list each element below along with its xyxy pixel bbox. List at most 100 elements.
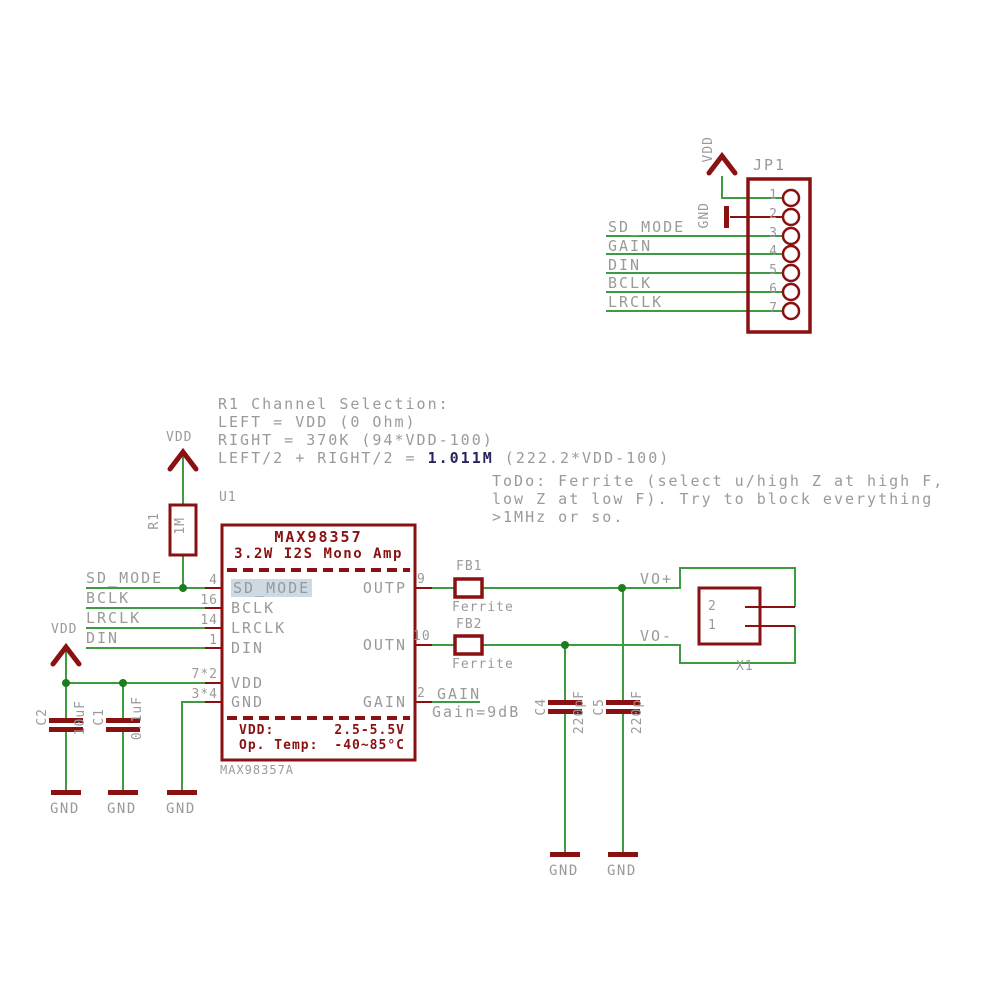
net-label-bclk: BCLK <box>86 589 131 607</box>
c1-ref-label: C1 <box>92 708 107 726</box>
ic-pin-label-gnd: GND <box>231 693 265 711</box>
c5-capacitor-symbol <box>606 700 640 714</box>
vdd-arrow-icon <box>167 447 199 472</box>
gnd-label: GND <box>50 801 80 817</box>
vdd-arrow-icon <box>706 151 738 176</box>
note-channel-line4: LEFT/2 + RIGHT/2 = 1.011M (222.2*VDD-100… <box>218 451 670 466</box>
c4-ref-label: C4 <box>534 698 549 716</box>
jp1-pin-number: 5 <box>769 263 778 278</box>
net-label-gain: GAIN <box>608 237 653 255</box>
c1-value-label: 0.1uF <box>130 696 145 741</box>
ic-pin-label-vdd: VDD <box>231 674 265 692</box>
jp1-pin-circles <box>781 188 801 321</box>
junction-dot <box>179 584 187 592</box>
ic-spec-label: Op. Temp: <box>239 738 319 753</box>
fb2-ferrite-symbol <box>453 634 484 656</box>
x1-connector-outline <box>697 586 762 646</box>
r1-resistor-symbol <box>168 503 198 557</box>
gnd-label: GND <box>166 801 196 817</box>
ic-spec-label: VDD: <box>239 723 275 738</box>
fb1-ferrite-symbol <box>453 577 484 599</box>
jp1-vdd-flag-label: VDD <box>701 136 716 163</box>
vdd-flag-label: VDD <box>51 622 78 637</box>
ic-pin-number: 10 <box>413 629 431 644</box>
c1-capacitor-symbol <box>106 718 140 732</box>
ic-pin-number: 14 <box>200 613 218 628</box>
note-channel-line2: LEFT = VDD (0 Ohm) <box>218 413 417 431</box>
jp1-pin-number: 1 <box>769 188 778 203</box>
ic-pin-number: 16 <box>200 593 218 608</box>
net-label-sd-mode: SD_MODE <box>86 569 164 587</box>
ic-pin-label-highlight: SD_MODE <box>231 579 313 597</box>
fb1-value-label: Ferrite <box>452 600 514 615</box>
ic-pin-number: 7*2 <box>191 667 218 682</box>
filled-symbols <box>49 206 729 857</box>
jp1-pin-number: 3 <box>769 226 778 241</box>
ic-pin-number: 9 <box>417 572 426 587</box>
c2-capacitor-symbol <box>49 718 83 732</box>
ic-pin-number: 4 <box>209 573 218 588</box>
gain-note-label: Gain=9dB <box>432 703 521 721</box>
fb2-ref-label: FB2 <box>456 617 483 632</box>
junction-dot <box>561 641 569 649</box>
c2-value-label: 10uF <box>73 700 88 736</box>
ic-pin-label-din: DIN <box>231 639 265 657</box>
x1-pin-number: 1 <box>708 618 717 633</box>
component-layer <box>50 151 812 762</box>
jp1-pin-number: 2 <box>769 207 778 222</box>
r1-value-label: 1M <box>173 517 188 535</box>
jp1-gnd-bar-icon <box>724 206 729 228</box>
ic-pin-label-sd-mode: SD_MODE <box>231 579 313 597</box>
junction-dot <box>119 679 127 687</box>
c5-value-label: 220pF <box>630 690 645 735</box>
junction-dot <box>62 679 70 687</box>
ic-ref-label: U1 <box>219 490 237 505</box>
ic-pin-label-gain: GAIN <box>362 693 407 711</box>
fb2-value-label: Ferrite <box>452 657 514 672</box>
ic-right-pin-stubs <box>415 587 432 703</box>
r1-ref-label: R1 <box>147 512 162 530</box>
net-label-lrclk: LRCLK <box>86 609 142 627</box>
junction-dot <box>618 584 626 592</box>
note-todo-line1: ToDo: Ferrite (select u/high Z at high F… <box>492 472 945 490</box>
jp1-pin-number: 6 <box>769 282 778 297</box>
note-line4-value: 1.011M <box>427 449 494 467</box>
gnd-symbol-icon <box>550 852 580 857</box>
net-label-din: DIN <box>608 256 642 274</box>
net-label-gain: GAIN <box>437 685 482 703</box>
ic-name-label: MAX98357 <box>274 528 363 546</box>
note-todo-line3: >1MHz or so. <box>492 508 625 526</box>
gnd-label: GND <box>107 801 137 817</box>
note-channel-line1: R1 Channel Selection: <box>218 395 450 413</box>
jp1-pin-number: 4 <box>769 244 778 259</box>
ic-subtitle-label: 3.2W I2S Mono Amp <box>234 546 403 562</box>
wire-jp1-vdd <box>721 176 782 199</box>
x1-pin-number: 2 <box>708 599 717 614</box>
fb1-ref-label: FB1 <box>456 559 483 574</box>
net-label-vo-minus: VO- <box>640 627 674 645</box>
note-line4-suffix: (222.2*VDD-100) <box>493 449 671 467</box>
gnd-symbol-icon <box>608 852 638 857</box>
junction-dots <box>62 584 626 687</box>
c2-ref-label: C2 <box>35 708 50 726</box>
net-label-lrclk: LRCLK <box>608 293 664 311</box>
jp1-pin-number: 7 <box>769 301 778 316</box>
net-label-vo-plus: VO+ <box>640 570 674 588</box>
vdd-arrow-icon <box>50 642 82 667</box>
ic-pin-number: 3*4 <box>191 687 218 702</box>
gnd-symbol-icon <box>51 790 81 795</box>
ic-outline <box>220 523 417 762</box>
ic-pin-label-outp: OUTP <box>362 579 407 597</box>
net-label-bclk: BCLK <box>608 274 653 292</box>
gnd-symbol-icon <box>108 790 138 795</box>
wire-outn-b <box>482 626 796 664</box>
ic-footprint-label: MAX98357A <box>220 763 295 777</box>
note-line4-prefix: LEFT/2 + RIGHT/2 = <box>218 449 428 467</box>
wire-layer <box>65 176 796 852</box>
c5-ref-label: C5 <box>592 698 607 716</box>
net-label-din: DIN <box>86 629 120 647</box>
wire-outp-b <box>482 567 796 607</box>
note-channel-line3: RIGHT = 370K (94*VDD-100) <box>218 431 494 449</box>
